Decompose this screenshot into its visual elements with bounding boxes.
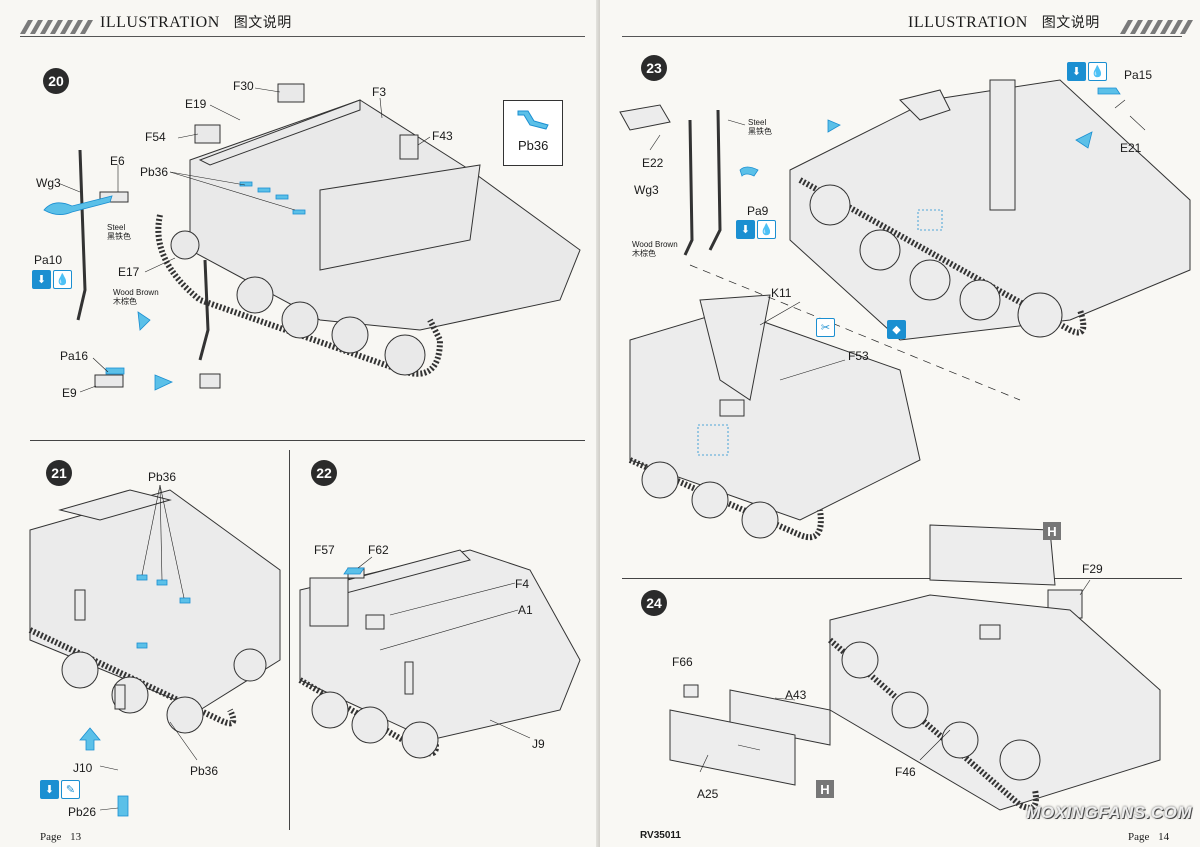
header-title-cn: 图文说明 xyxy=(1041,15,1100,31)
left-page: ILLUSTRATION 图文说明 20 xyxy=(20,12,585,843)
detail-label-pb36: Pb36 xyxy=(518,138,549,153)
part-label-Pa15: Pa15 xyxy=(1124,68,1153,82)
part-label-F53: F53 xyxy=(848,349,869,363)
divider-horizontal-right xyxy=(622,578,1182,579)
paint-wood-cn: 木棕色 xyxy=(632,249,656,259)
paint-steel-20: Steel 黑铁色 xyxy=(107,223,131,241)
part-label-F46: F46 xyxy=(895,765,916,779)
page-number: 14 xyxy=(1158,831,1170,843)
part-label-E17: E17 xyxy=(118,265,140,279)
page-number: 13 xyxy=(70,831,82,843)
glue-icon: ⬇ xyxy=(40,780,59,799)
detail-box-pb36: Pb36 xyxy=(503,100,563,166)
part-label-J10: J10 xyxy=(73,761,93,775)
sub-assembly-badge-ref: H xyxy=(816,780,834,798)
watermark: MOXINGFANS.COM xyxy=(1026,803,1192,822)
page-label: Page xyxy=(40,831,62,843)
part-label-F54: F54 xyxy=(145,130,166,144)
part-label-E19: E19 xyxy=(185,97,207,111)
part-label-Wg3: Wg3 xyxy=(634,183,659,197)
divider-vertical-left xyxy=(289,450,290,830)
part-label-Pb36: Pb36 xyxy=(140,165,169,179)
part-label-Pa9: Pa9 xyxy=(747,204,769,218)
glue-icon: ⬇ xyxy=(32,270,51,289)
part-label-K11: K11 xyxy=(771,286,792,300)
paint-icons-23b: ⬇ 💧 xyxy=(736,220,776,239)
page-label: Page xyxy=(1128,831,1150,843)
paint-wood-cn: 木棕色 xyxy=(113,297,137,307)
remove-part-icon: ✂ xyxy=(816,318,835,337)
paint-steel-cn: 黑铁色 xyxy=(107,232,131,242)
step-21-illustration xyxy=(28,484,281,817)
page-number-right: Page 14 xyxy=(1128,831,1169,843)
part-label-F66: F66 xyxy=(672,655,693,669)
paint-wood-20: Wood Brown 木棕色 xyxy=(113,288,159,306)
part-label-A25: A25 xyxy=(697,787,719,801)
paint-wood-en: Wood Brown xyxy=(113,288,159,297)
part-label-Pa10: Pa10 xyxy=(34,253,63,267)
part-label-F30: F30 xyxy=(233,79,254,93)
paint-steel-23: Steel 黑铁色 xyxy=(748,118,772,136)
part-label-F62: F62 xyxy=(368,543,389,557)
page-number-left: Page 13 xyxy=(40,831,81,843)
step-number-23: 23 xyxy=(641,55,667,81)
step-22-illustration xyxy=(298,549,581,759)
paint-icons-23a: ⬇ 💧 xyxy=(1067,62,1107,81)
header-rule-left xyxy=(20,36,585,37)
part-label-A43: A43 xyxy=(785,688,807,702)
part-label-J9: J9 xyxy=(532,737,545,751)
part-label-Wg3: Wg3 xyxy=(36,176,61,190)
part-label-F43: F43 xyxy=(432,129,453,143)
header-title-en: ILLUSTRATION xyxy=(100,14,220,31)
step-number-21: 21 xyxy=(46,460,72,486)
header-stripes-right xyxy=(1120,20,1193,34)
glue-icon: ⬇ xyxy=(736,220,755,239)
paint-wood-23: Wood Brown 木棕色 xyxy=(632,240,678,258)
paint-drop-icon: 💧 xyxy=(757,220,776,239)
paint-steel-en: Steel xyxy=(748,118,767,127)
paint-drop-icon: 💧 xyxy=(53,270,72,289)
part-label-F4: F4 xyxy=(515,577,530,591)
paint-steel-cn: 黑铁色 xyxy=(748,127,772,137)
step-23-illustration xyxy=(619,79,1191,541)
part-label-A1: A1 xyxy=(518,603,533,617)
step-20-illustration xyxy=(43,83,581,393)
header-title-right: ILLUSTRATION 图文说明 xyxy=(908,12,1100,32)
step-number-20: 20 xyxy=(43,68,69,94)
part-label-E22: E22 xyxy=(642,156,664,170)
step-number-24: 24 xyxy=(641,590,667,616)
part-label-E21: E21 xyxy=(1120,141,1142,155)
part-label-Pb36-21a: Pb36 xyxy=(148,470,177,484)
paint-icons-20: ⬇ 💧 xyxy=(32,270,72,289)
step-24-illustration xyxy=(669,524,1161,811)
step-number-22: 22 xyxy=(311,460,337,486)
paint-wood-en: Wood Brown xyxy=(632,240,678,249)
part-label-E6: E6 xyxy=(110,154,125,168)
part-label-Pb36-21b: Pb36 xyxy=(190,764,219,778)
part-label-Pb26: Pb26 xyxy=(68,805,97,819)
header-title-en: ILLUSTRATION xyxy=(908,14,1028,31)
divider-horizontal-left xyxy=(30,440,585,441)
header-title-left: ILLUSTRATION 图文说明 xyxy=(100,12,292,32)
header-stripes-left xyxy=(20,20,93,34)
part-label-F57: F57 xyxy=(314,543,335,557)
part-label-F29: F29 xyxy=(1082,562,1103,576)
paint-icons-21: ⬇ ✎ xyxy=(40,780,80,799)
header-title-cn: 图文说明 xyxy=(233,15,292,31)
part-label-F3: F3 xyxy=(372,85,387,99)
header-rule-right xyxy=(622,36,1182,37)
product-code: RV35011 xyxy=(640,830,681,841)
paint-steel-en: Steel xyxy=(107,223,126,232)
glue-icon: ⬇ xyxy=(1067,62,1086,81)
paint-brush-icon: ✎ xyxy=(61,780,80,799)
reverse-side-icon: ◆ xyxy=(887,320,906,339)
pb36-detail-part xyxy=(517,110,549,130)
right-page: ILLUSTRATION 图文说明 23 xyxy=(600,0,1200,847)
part-label-E9: E9 xyxy=(62,386,77,400)
sub-assembly-badge-top: H xyxy=(1043,522,1061,540)
part-label-Pa16: Pa16 xyxy=(60,349,89,363)
paint-drop-icon: 💧 xyxy=(1088,62,1107,81)
